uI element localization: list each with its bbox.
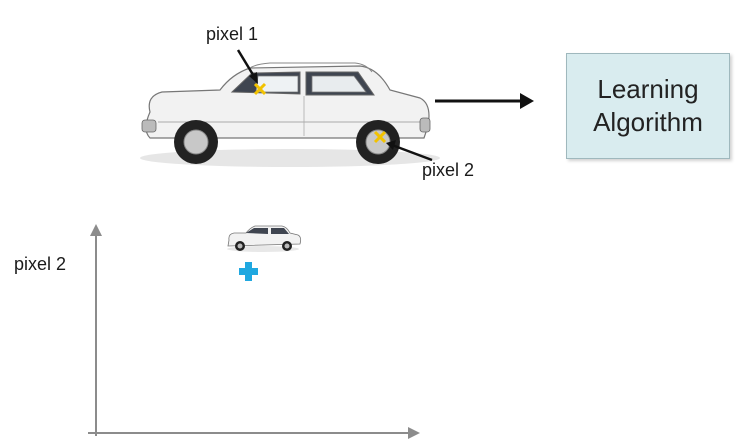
pixel-1-pointer: [236, 49, 258, 84]
car-image: [140, 62, 440, 167]
plot-axes: [88, 224, 420, 439]
small-car-image: [227, 225, 302, 252]
learning-algorithm-line-2: Algorithm: [593, 107, 703, 137]
pixel-2-car-label: pixel 2: [422, 160, 475, 180]
pixel-1-marker: [253, 82, 267, 96]
pixel-2-pointer: [386, 140, 433, 162]
pixel-1-label: pixel 1: [206, 24, 259, 44]
data-point-plus-marker: [239, 262, 258, 281]
pixel-2-marker: [373, 130, 387, 144]
learning-algorithm-line-1: Learning: [597, 74, 699, 104]
arrow-to-learning-algorithm: [435, 93, 534, 109]
y-axis-label: pixel 2: [14, 254, 67, 274]
learning-algorithm-box: Learning Algorithm: [566, 53, 730, 159]
